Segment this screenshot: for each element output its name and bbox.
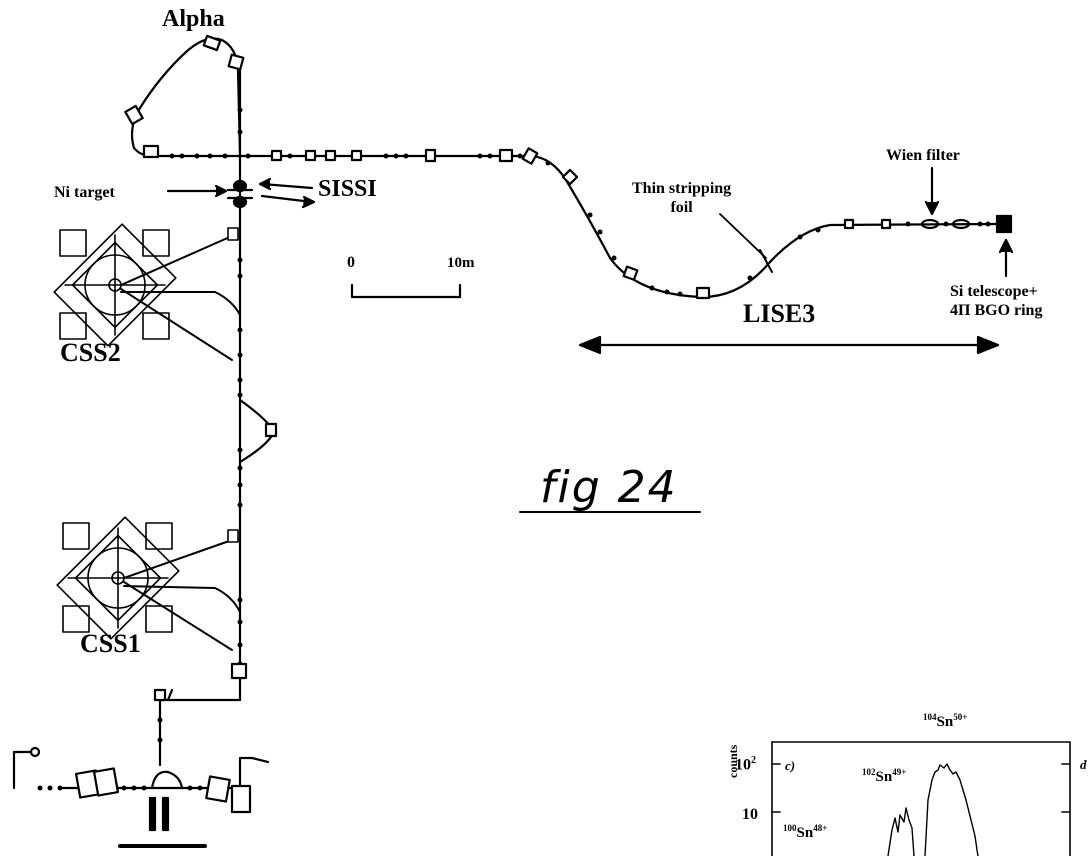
sissi-label: SISSI: [318, 176, 377, 202]
thin-stripping-line2: foil: [670, 199, 693, 216]
css2-cyclotron: [53, 223, 241, 361]
ytick-100: 102: [735, 755, 756, 774]
peak-mass: 102: [862, 767, 876, 777]
peak-label: 100Sn48+: [783, 823, 827, 842]
si-telescope-line1: Si telescope+: [950, 283, 1038, 300]
scale-end-label: 10m: [447, 255, 475, 271]
thin-stripping-line1: Thin stripping: [632, 180, 732, 197]
css1-cyclotron: [56, 516, 241, 651]
si-telescope-line2: 4Π BGO ring: [950, 302, 1043, 319]
spectrum-inset: [771, 741, 1071, 856]
spectrum-trace: [887, 763, 979, 856]
scale-start-label: 0: [347, 254, 355, 271]
peak-element: Sn: [936, 714, 954, 730]
foil-pointer: [719, 213, 767, 259]
peak-mass: 104: [923, 712, 937, 722]
panel-c-label: c): [785, 758, 796, 773]
css2-label: CSS2: [60, 338, 121, 367]
peak-charge: 50+: [953, 712, 968, 722]
injection-section: [12, 662, 270, 848]
alpha-label: Alpha: [162, 6, 225, 32]
telescope-arrow: [998, 238, 1014, 278]
thin-stripping-foil-label: Thin stripping foil: [632, 179, 731, 217]
scale-bar: [350, 283, 462, 299]
panel-d-label: d: [1080, 757, 1087, 772]
peak-label: 104Sn50+: [923, 712, 967, 731]
peak-charge: 48+: [813, 823, 828, 833]
detector-block: [995, 214, 1013, 234]
peak-mass: 100: [783, 823, 797, 833]
peak-element: Sn: [875, 769, 893, 785]
ni-target-label: Ni target: [54, 184, 115, 201]
si-telescope-label: Si telescope+ 4Π BGO ring: [950, 282, 1042, 320]
ytick-100-exp: 2: [751, 755, 756, 766]
ytick-100-base: 10: [735, 756, 751, 774]
peak-label: 102Sn49+: [862, 767, 906, 786]
lise3-label: LISE3: [743, 299, 816, 328]
wien-filter-label: Wien filter: [886, 147, 960, 164]
lise3-arrow: [578, 335, 1000, 355]
peak-element: Sn: [796, 825, 814, 841]
wien-filter-arrow: [924, 166, 940, 216]
sissi-target-area: [166, 177, 316, 209]
figure-caption: fig 24: [540, 462, 678, 513]
css1-label: CSS1: [80, 629, 141, 658]
peak-charge: 49+: [892, 767, 907, 777]
ytick-10: 10: [742, 806, 758, 823]
alpha-loop: [124, 34, 245, 159]
